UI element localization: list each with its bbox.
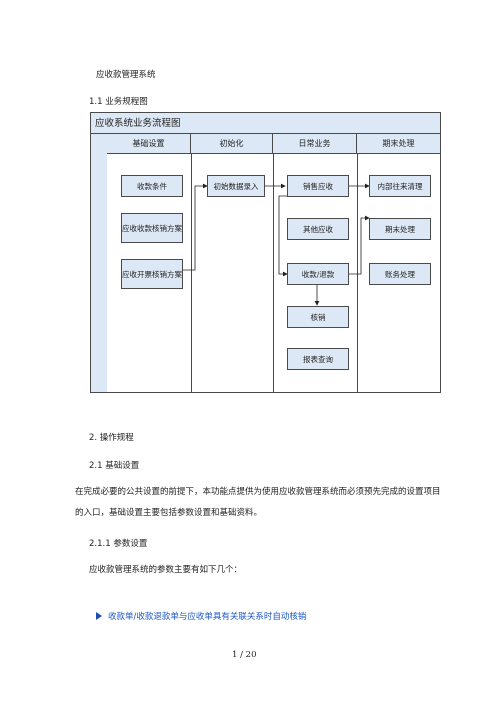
box-report-query: 报表查询 [287,348,349,370]
connector-basic-to-init [183,183,208,271]
column-header-initialization: 初始化 [191,134,273,154]
column-divider [273,154,274,392]
box-period-end-processing: 期末处理 [369,218,431,240]
section-heading-1-1: 1.1 业务规程图 [89,97,148,107]
box-collection-refund: 收款/退款 [287,263,349,285]
paragraph-basic-settings: 在完成必要的公共设置的前提下，本功能点提供为使用应收款管理系统而必须预先完成的设… [75,487,441,518]
box-collection-terms: 收款条件 [121,175,183,197]
flowchart-title: 应收系统业务流程图 [91,113,440,134]
section-heading-2: 2. 操作规程 [89,433,134,443]
box-initial-data-entry: 初始数据录入 [207,175,265,197]
column-header-daily-business: 日常业务 [273,134,357,154]
box-accounting-processing: 账务处理 [369,263,431,285]
box-write-off: 核销 [287,306,349,328]
parameter-link-auto-writeoff[interactable]: 收款单/收款退款单与应收单具有关联关系时自动核销 [96,610,306,622]
section-heading-2-1-1: 2.1.1 参数设置 [89,539,148,549]
document-heading: 应收款管理系统 [96,70,156,80]
connector-payment-to-period [349,215,370,275]
column-header-basic-settings: 基础设置 [107,134,191,154]
column-divider [191,154,192,392]
flowchart: 应收系统业务流程图 基础设置 初始化 日常业务 期末处理 收款条件 应收收款核销… [90,112,441,393]
connector-sales-to-payment [278,195,288,277]
section-heading-2-1: 2.1 基础设置 [89,461,140,471]
triangle-bullet-icon [96,612,102,620]
box-receivable-invoice-writeoff-plan: 应收开票核销方案 [121,259,183,289]
column-header-period-end: 期末处理 [357,134,440,154]
flowchart-side-band [91,134,108,392]
parameter-link-label[interactable]: 收款单/收款退款单与应收单具有关联关系时自动核销 [108,612,307,622]
column-divider [357,154,358,392]
box-internal-settlement: 内部往来清理 [369,175,431,197]
flowchart-body: 基础设置 初始化 日常业务 期末处理 收款条件 应收收款核销方案 应收开票核销方… [107,134,440,392]
flow-connectors [183,183,370,306]
box-sales-receivable: 销售应收 [287,175,349,197]
box-receivable-collection-writeoff-plan: 应收收款核销方案 [121,213,183,243]
box-other-receivable: 其他应收 [287,218,349,240]
paragraph-parameters-intro: 应收款管理系统的参数主要有如下几个： [89,565,243,575]
page-number: 1 / 20 [232,650,257,660]
